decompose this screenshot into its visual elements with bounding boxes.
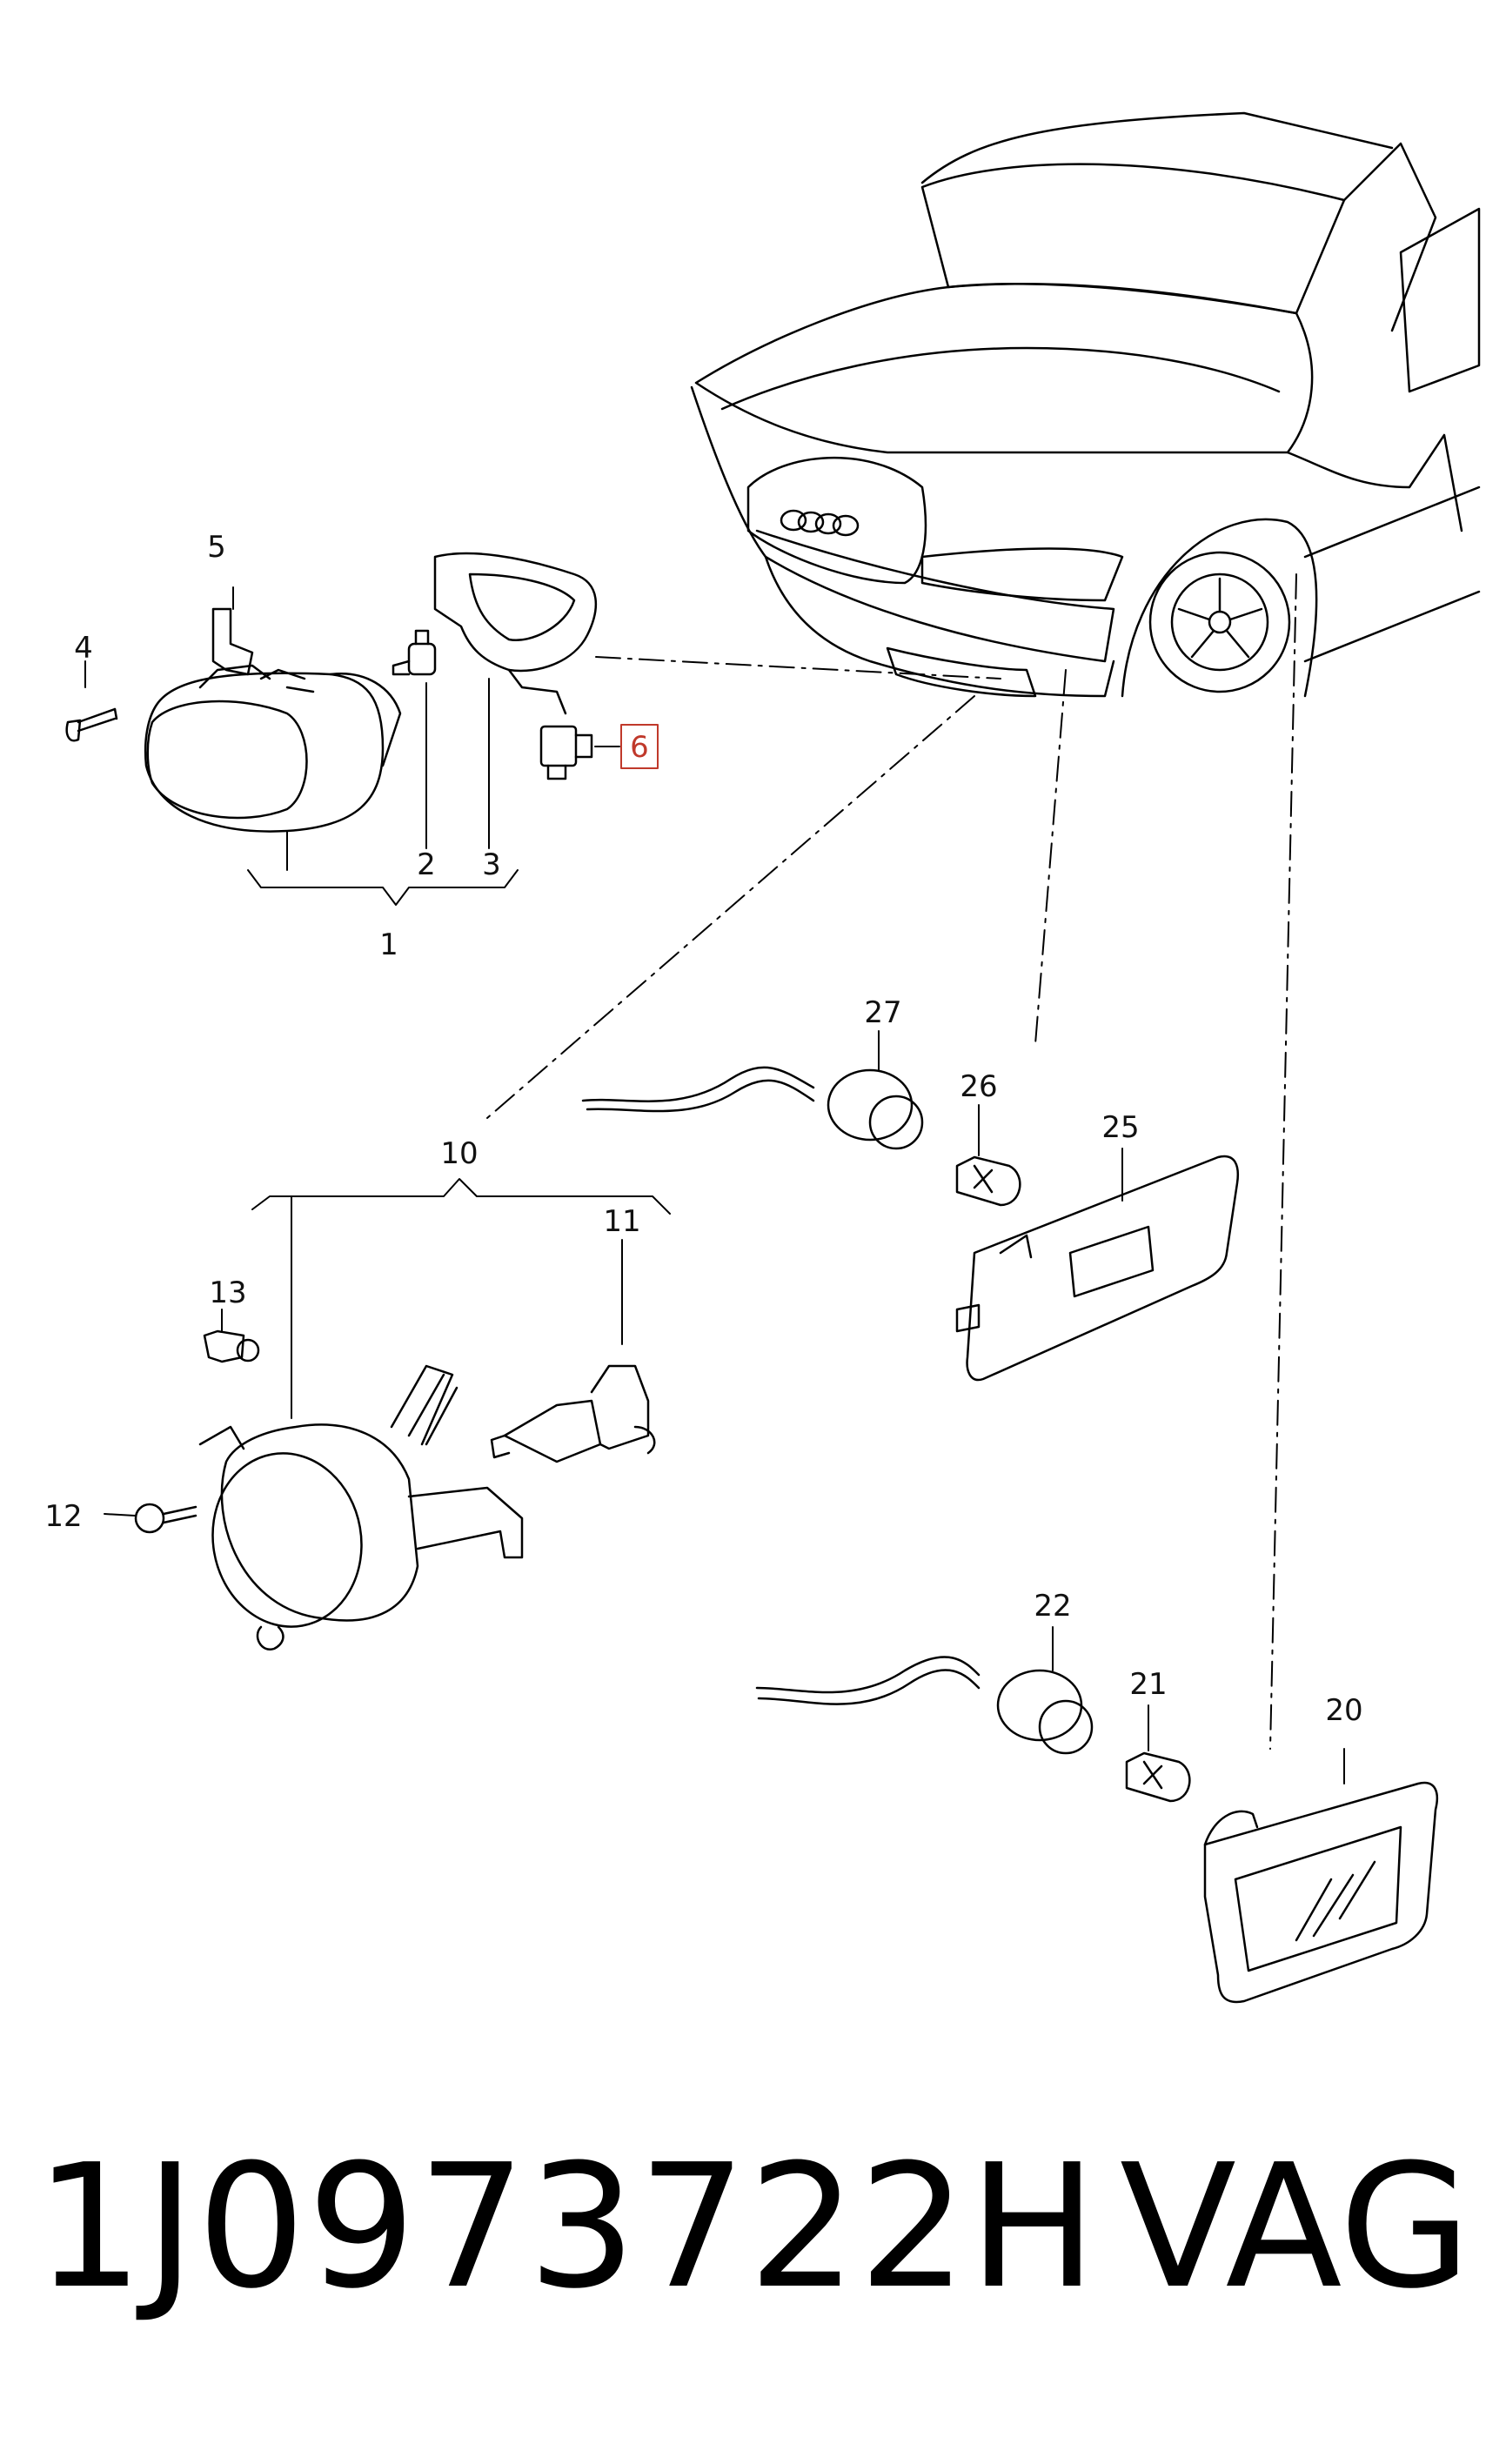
wiring-cable bbox=[507, 668, 567, 715]
screw bbox=[134, 1503, 197, 1534]
wedge-bulb-21 bbox=[1125, 1751, 1191, 1803]
marker-20-lens bbox=[1234, 1825, 1402, 1972]
leader-lines-upper bbox=[84, 586, 620, 906]
car-wheel-center bbox=[1208, 610, 1232, 634]
socket-22-end bbox=[1038, 1699, 1094, 1755]
car-wheel-arch bbox=[1121, 518, 1318, 698]
callout-6: 6 bbox=[630, 730, 649, 765]
marker-25-housing bbox=[966, 1155, 1239, 1382]
fog-lamp-mount bbox=[198, 664, 271, 689]
fog-lamp-lower-lens bbox=[211, 1452, 363, 1628]
socket-27-end bbox=[868, 1095, 924, 1150]
car-foglight-recess bbox=[886, 646, 1037, 698]
car-side-window bbox=[1399, 207, 1481, 393]
marker-25-tab-lower bbox=[955, 1303, 981, 1333]
leader-lines-marker bbox=[878, 1030, 1123, 1202]
callout-26: 26 bbox=[960, 1069, 997, 1104]
leader-lines-lower bbox=[104, 1178, 671, 1517]
car-wheel-hub bbox=[1170, 572, 1269, 672]
side-marker-lamp-25 bbox=[955, 1155, 1239, 1382]
car-a-pillar bbox=[1342, 142, 1437, 332]
car-bumper-top bbox=[690, 385, 1115, 663]
bolt bbox=[65, 707, 118, 742]
socket-22-cable bbox=[755, 1656, 981, 1694]
car-hood bbox=[694, 283, 1314, 454]
car-wheel-spokes bbox=[1177, 577, 1263, 659]
car-headlight bbox=[920, 547, 1124, 602]
bulb-socket-22 bbox=[755, 1656, 1094, 1755]
fog-lamp-lower-fins bbox=[390, 1364, 458, 1446]
socket-27-cable bbox=[581, 1066, 815, 1102]
callout-12: 12 bbox=[44, 1499, 82, 1534]
bulb-cover bbox=[433, 552, 598, 673]
car-grille bbox=[746, 457, 927, 585]
marker-25-tab-upper bbox=[999, 1234, 1033, 1259]
car-fender bbox=[1286, 433, 1463, 532]
car-windshield bbox=[920, 163, 1346, 315]
connector bbox=[539, 725, 593, 780]
callout-4: 4 bbox=[74, 631, 93, 666]
guide-line-fog-lamp-upper bbox=[595, 656, 1001, 680]
side-marker-lamp-20 bbox=[1203, 1781, 1439, 2004]
car-wheel bbox=[1148, 551, 1291, 693]
callout-11: 11 bbox=[603, 1204, 640, 1239]
callout-20: 20 bbox=[1325, 1693, 1362, 1728]
bulb-cover-inner bbox=[468, 572, 576, 642]
fog-lamp-vent-detail bbox=[259, 668, 315, 693]
fog-lamp-lower-body bbox=[220, 1423, 419, 1622]
guide-lines bbox=[486, 573, 1297, 1750]
part-number-label: 1J0973722H bbox=[35, 2128, 1099, 2327]
fog-lamp-lower-bracket bbox=[407, 1486, 524, 1559]
callout-27: 27 bbox=[864, 995, 901, 1030]
fog-lamp-lower-tab bbox=[256, 1625, 284, 1651]
callout-10: 10 bbox=[440, 1136, 478, 1171]
leader-lines-side-marker bbox=[1052, 1626, 1345, 1784]
fog-lamp-assembly-upper bbox=[65, 552, 598, 833]
car-front-illustration bbox=[690, 111, 1481, 698]
guide-line-fog-lamp-lower bbox=[486, 695, 975, 1119]
clip bbox=[203, 1329, 260, 1363]
brand-label: VAG bbox=[1119, 2128, 1471, 2327]
marker-20-back bbox=[1203, 1810, 1259, 1846]
fog-lamp-housing bbox=[144, 672, 385, 833]
fog-lamp-assembly-lower bbox=[134, 1329, 656, 1651]
marker-20-housing bbox=[1203, 1781, 1439, 2004]
car-bumper-lower bbox=[764, 555, 1115, 698]
callout-21: 21 bbox=[1129, 1667, 1167, 1702]
socket-27-body bbox=[827, 1068, 914, 1142]
brand-emblem-rings bbox=[780, 509, 860, 537]
fog-lamp-lens bbox=[146, 700, 308, 820]
guide-line-marker-25 bbox=[1034, 669, 1067, 1045]
callout-1: 1 bbox=[379, 927, 398, 962]
callout-6-highlight-box bbox=[620, 724, 659, 769]
socket-27-cable-2 bbox=[586, 1079, 815, 1113]
bulb bbox=[392, 629, 437, 676]
h11-bulb bbox=[490, 1364, 656, 1463]
callout-5: 5 bbox=[207, 530, 226, 565]
car-hood-crease bbox=[720, 346, 1281, 411]
callout-2: 2 bbox=[417, 847, 436, 882]
car-roof-line bbox=[920, 111, 1394, 184]
callout-22: 22 bbox=[1034, 1589, 1071, 1624]
callout-13: 13 bbox=[209, 1276, 246, 1310]
callout-3: 3 bbox=[482, 847, 501, 882]
socket-22-cable-2 bbox=[757, 1669, 981, 1705]
mounting-bracket bbox=[211, 607, 254, 676]
wedge-bulb-26 bbox=[955, 1155, 1021, 1207]
fog-lamp-lower-ear bbox=[198, 1425, 245, 1450]
guide-line-side-marker-20 bbox=[1269, 573, 1297, 1750]
marker-25-lens bbox=[1068, 1225, 1155, 1298]
callout-25: 25 bbox=[1101, 1110, 1139, 1145]
bulb-socket-27 bbox=[581, 1066, 924, 1150]
fog-lamp-back bbox=[329, 672, 402, 767]
car-side-body bbox=[1303, 485, 1481, 663]
marker-20-lens-lines bbox=[1295, 1860, 1376, 1942]
